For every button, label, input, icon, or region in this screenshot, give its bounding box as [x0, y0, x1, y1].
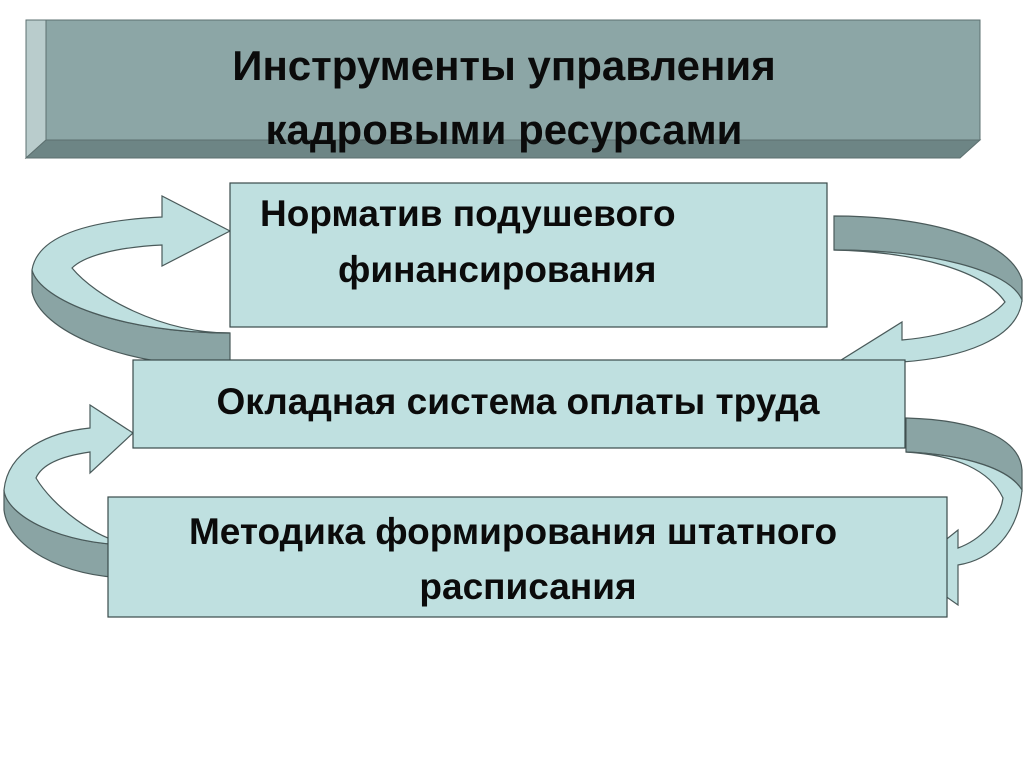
arrow-band-face [3, 403, 134, 546]
curved-arrow-left-lower [3, 403, 134, 579]
box-capitation-standard-line-1: Норматив подушевого [260, 193, 676, 234]
box-staffing-methodology [107, 496, 948, 618]
title-face [45, 19, 981, 141]
box-staffing-methodology-line-1: Методика формирования штатного [188, 511, 838, 552]
box-capitation-standard-line-2: финансирования [338, 249, 657, 290]
curved-arrow-right-upper [833, 215, 1023, 396]
box-salary-system-label: Окладная система оплаты труда [216, 381, 820, 422]
title-line-2: кадровыми ресурсами [265, 106, 743, 153]
arrow-band-face [31, 195, 232, 334]
box-capitation-standard [229, 182, 828, 328]
box-salary-system [132, 359, 906, 449]
title-line-1: Инструменты управления [232, 42, 776, 89]
box-staffing-methodology-line-2: расписания [419, 566, 637, 607]
title-banner [24, 19, 982, 160]
arrow-band-face [833, 249, 1023, 396]
